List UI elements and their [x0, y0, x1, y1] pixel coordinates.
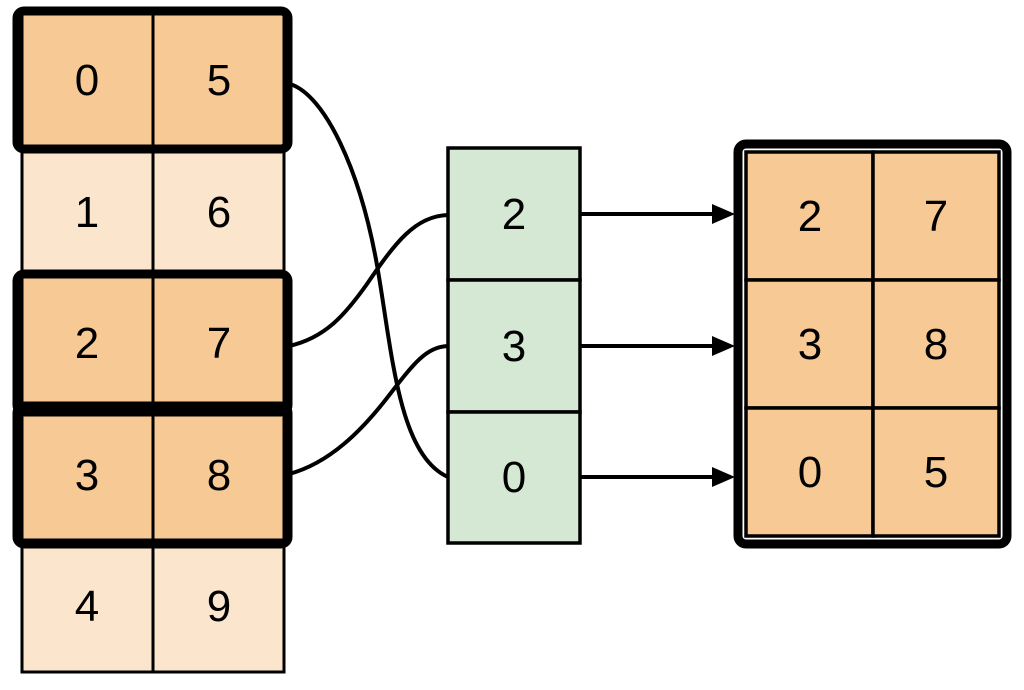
highlight-outline-row-2: [12, 269, 293, 417]
index-value: 2: [502, 190, 526, 239]
result-value: 8: [924, 320, 948, 369]
index-column: 2 3 0: [446, 146, 582, 545]
result-table-outline: [733, 139, 1012, 549]
result-table: 2 7 3 8 0 5: [733, 139, 1012, 549]
source-value: 0: [75, 56, 99, 105]
arrowhead-icon: [712, 467, 735, 487]
result-value: 2: [798, 192, 822, 241]
result-cell-r1c0: [744, 278, 875, 410]
result-value: 3: [798, 320, 822, 369]
source-cell-r2c1: [151, 275, 286, 411]
result-value: 7: [924, 192, 948, 241]
source-cell-r0c1: [151, 12, 286, 148]
index-value: 0: [502, 453, 526, 502]
source-to-index-connectors: [288, 82, 449, 479]
index-cell-2: [446, 410, 582, 545]
result-cell-r0c1: [871, 150, 1001, 282]
source-value: 9: [207, 582, 231, 631]
index-value: 3: [502, 322, 526, 371]
source-value: 5: [207, 56, 231, 105]
source-value: 2: [75, 319, 99, 368]
arrowhead-icon: [712, 204, 735, 224]
connector-curve-row3-to-index3: [288, 344, 449, 476]
connector-curve-row0-to-index0: [289, 82, 449, 479]
source-value: 8: [207, 451, 231, 500]
source-cell-r4c0: [20, 538, 155, 674]
index-to-result-arrows: [580, 204, 735, 487]
highlight-outline-row-3: [12, 401, 293, 549]
source-value: 6: [207, 188, 231, 237]
index-cell-1: [446, 278, 582, 414]
highlight-outline-row-0: [12, 6, 293, 154]
source-value: 3: [75, 451, 99, 500]
source-cell-r0c0: [20, 12, 155, 148]
arrowhead-icon: [712, 336, 735, 356]
result-cell-r2c1: [871, 406, 1001, 538]
source-value: 4: [75, 582, 99, 631]
connector-curve-row2-to-index2: [288, 213, 449, 348]
source-value: 7: [207, 319, 231, 368]
result-value: 5: [924, 448, 948, 497]
source-table: 0 5 1 6 2 7 3 8 4 9: [12, 6, 293, 674]
source-cell-r4c1: [151, 538, 286, 674]
source-cell-r1c1: [151, 144, 286, 279]
result-cell-r1c1: [871, 278, 1001, 410]
source-value: 1: [75, 188, 99, 237]
result-value: 0: [798, 448, 822, 497]
source-cell-r3c1: [151, 407, 286, 542]
result-cell-r2c0: [744, 406, 875, 538]
